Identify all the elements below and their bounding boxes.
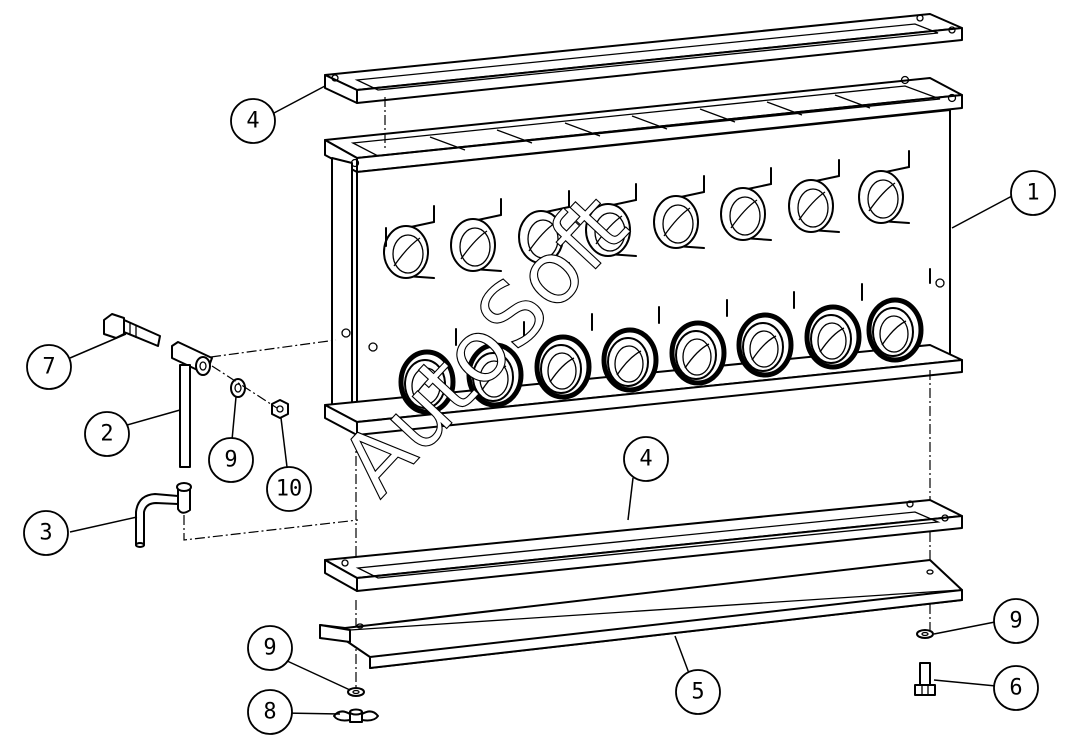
washer-handle <box>230 378 246 398</box>
svg-text:9: 9 <box>224 448 237 473</box>
socket-3 <box>135 482 192 548</box>
bottom-frame <box>324 499 963 592</box>
callout-5: 5 <box>675 669 721 715</box>
callout-1: 1 <box>1010 170 1056 216</box>
nut-10 <box>271 399 289 419</box>
callout-3: 3 <box>23 510 69 556</box>
handle-assembly <box>103 313 289 548</box>
wing-nut-8 <box>333 708 379 723</box>
svg-text:4: 4 <box>246 109 259 134</box>
svg-text:7: 7 <box>42 355 55 380</box>
bolt-6 <box>914 662 936 696</box>
svg-text:10: 10 <box>276 477 303 502</box>
washer-left-lower <box>347 687 365 697</box>
svg-text:4: 4 <box>639 447 652 472</box>
callout-10: 10 <box>266 466 312 512</box>
svg-text:1: 1 <box>1026 181 1039 206</box>
lower-pipe-stubs <box>398 268 931 415</box>
svg-text:5: 5 <box>691 680 704 705</box>
svg-text:2: 2 <box>100 422 113 447</box>
callout-9-handle: 9 <box>208 437 254 483</box>
callout-6: 6 <box>993 665 1039 711</box>
upper-pipe-stubs <box>383 150 910 280</box>
bolt-7 <box>103 313 161 347</box>
callout-8: 8 <box>247 689 293 735</box>
callouts: 1 4 4 7 2 9 10 3 9 8 5 9 6 <box>23 98 1056 735</box>
callout-7: 7 <box>26 344 72 390</box>
svg-text:3: 3 <box>39 521 52 546</box>
svg-text:9: 9 <box>263 636 276 661</box>
callout-9-right: 9 <box>993 598 1039 644</box>
callout-2: 2 <box>84 411 130 457</box>
svg-text:8: 8 <box>263 700 276 725</box>
washer-right-lower <box>916 629 934 639</box>
svg-text:6: 6 <box>1009 676 1022 701</box>
rod-2 <box>171 341 213 468</box>
tray-5 <box>319 559 963 669</box>
main-body <box>324 75 963 436</box>
top-frame <box>324 13 963 104</box>
callout-4-top: 4 <box>230 98 276 144</box>
callout-9-left: 9 <box>247 625 293 671</box>
callout-4-bottom: 4 <box>623 436 669 482</box>
svg-text:9: 9 <box>1009 609 1022 634</box>
